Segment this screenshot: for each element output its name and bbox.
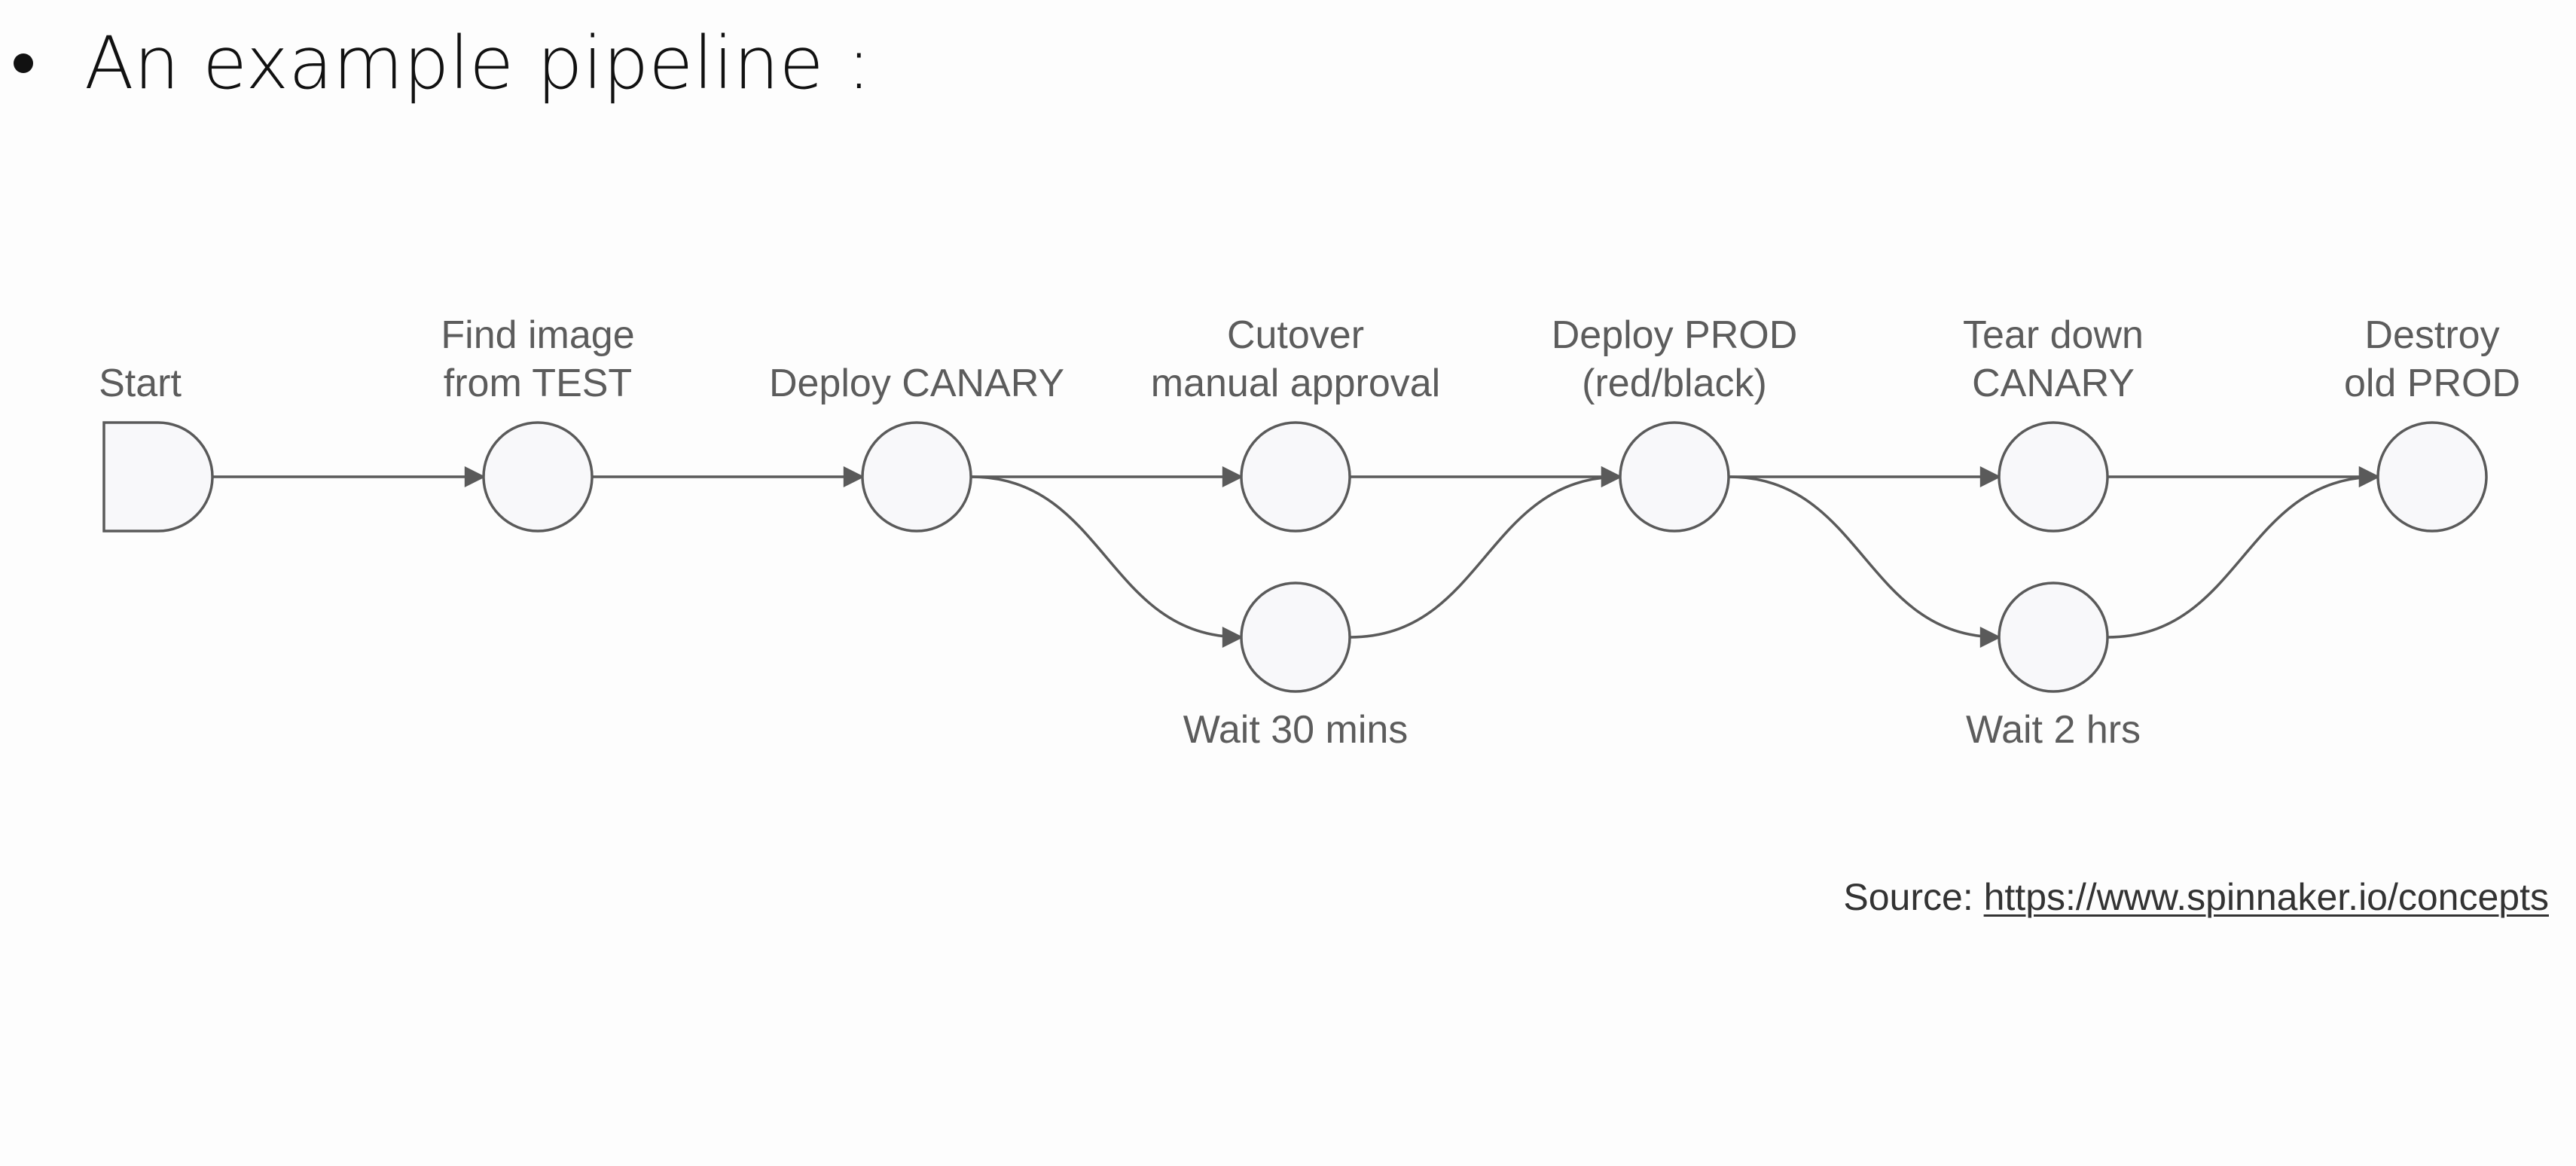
- label-start-line-0: Start: [99, 362, 182, 405]
- label-find-image: Find image from TEST: [441, 313, 634, 405]
- label-cutover-line-0: Cutover: [1227, 313, 1364, 357]
- label-cutover-line-1: manual approval: [1151, 362, 1440, 405]
- label-start: Start: [99, 362, 182, 405]
- label-destroy-line-0: Destroy: [2364, 313, 2499, 357]
- label-deploy-prod: Deploy PROD (red/black): [1552, 313, 1798, 405]
- slide-heading: An example pipeline :: [11, 27, 871, 99]
- label-destroy-line-1: old PROD: [2344, 362, 2520, 405]
- node-tear-down: [1998, 421, 2109, 533]
- label-deploy-prod-line-0: Deploy PROD: [1552, 313, 1798, 357]
- label-cutover: Cutover manual approval: [1151, 313, 1440, 405]
- bullet-icon: [14, 53, 33, 73]
- node-start: [102, 421, 214, 533]
- label-wait-30: Wait 30 mins: [1183, 708, 1409, 752]
- edge-deploy-canary-to-wait-30: [970, 475, 1244, 648]
- label-wait-2-line-0: Wait 2 hrs: [1966, 708, 2141, 752]
- label-find-image-line-1: from TEST: [444, 362, 632, 405]
- source-prefix: Source:: [1843, 876, 1984, 918]
- label-deploy-prod-line-1: (red/black): [1582, 362, 1767, 405]
- node-destroy: [2376, 421, 2488, 533]
- edges-layer: [212, 466, 2380, 648]
- label-find-image-line-0: Find image: [441, 313, 634, 357]
- heading-text: An example pipeline :: [84, 21, 871, 105]
- node-deploy-prod: [1619, 421, 1730, 533]
- label-deploy-canary: Deploy CANARY: [769, 362, 1064, 405]
- node-wait-2: [1998, 581, 2109, 693]
- source-link[interactable]: https://www.spinnaker.io/concepts: [1983, 876, 2549, 918]
- node-cutover: [1240, 421, 1351, 533]
- node-find-image: [482, 421, 594, 533]
- label-deploy-canary-line-0: Deploy CANARY: [769, 362, 1064, 405]
- labels-layer: Start Find image from TEST Deploy CANARY Cut…: [99, 313, 2520, 752]
- nodes-layer: [102, 421, 2488, 693]
- edge-wait-2-to-destroy: [2107, 466, 2380, 639]
- edge-wait-30-to-deploy-prod: [1349, 466, 1622, 639]
- node-wait-30: [1240, 581, 1351, 693]
- label-destroy: Destroy old PROD: [2344, 313, 2520, 405]
- label-tear-down-line-0: Tear down: [1963, 313, 2144, 357]
- label-wait-2: Wait 2 hrs: [1966, 708, 2141, 752]
- label-wait-30-line-0: Wait 30 mins: [1183, 708, 1409, 752]
- label-tear-down-line-1: CANARY: [1972, 362, 2135, 405]
- edge-deploy-prod-to-wait-2: [1728, 475, 2001, 648]
- source-citation: Source: https://www.spinnaker.io/concept…: [1843, 875, 2549, 919]
- node-deploy-canary: [861, 421, 972, 533]
